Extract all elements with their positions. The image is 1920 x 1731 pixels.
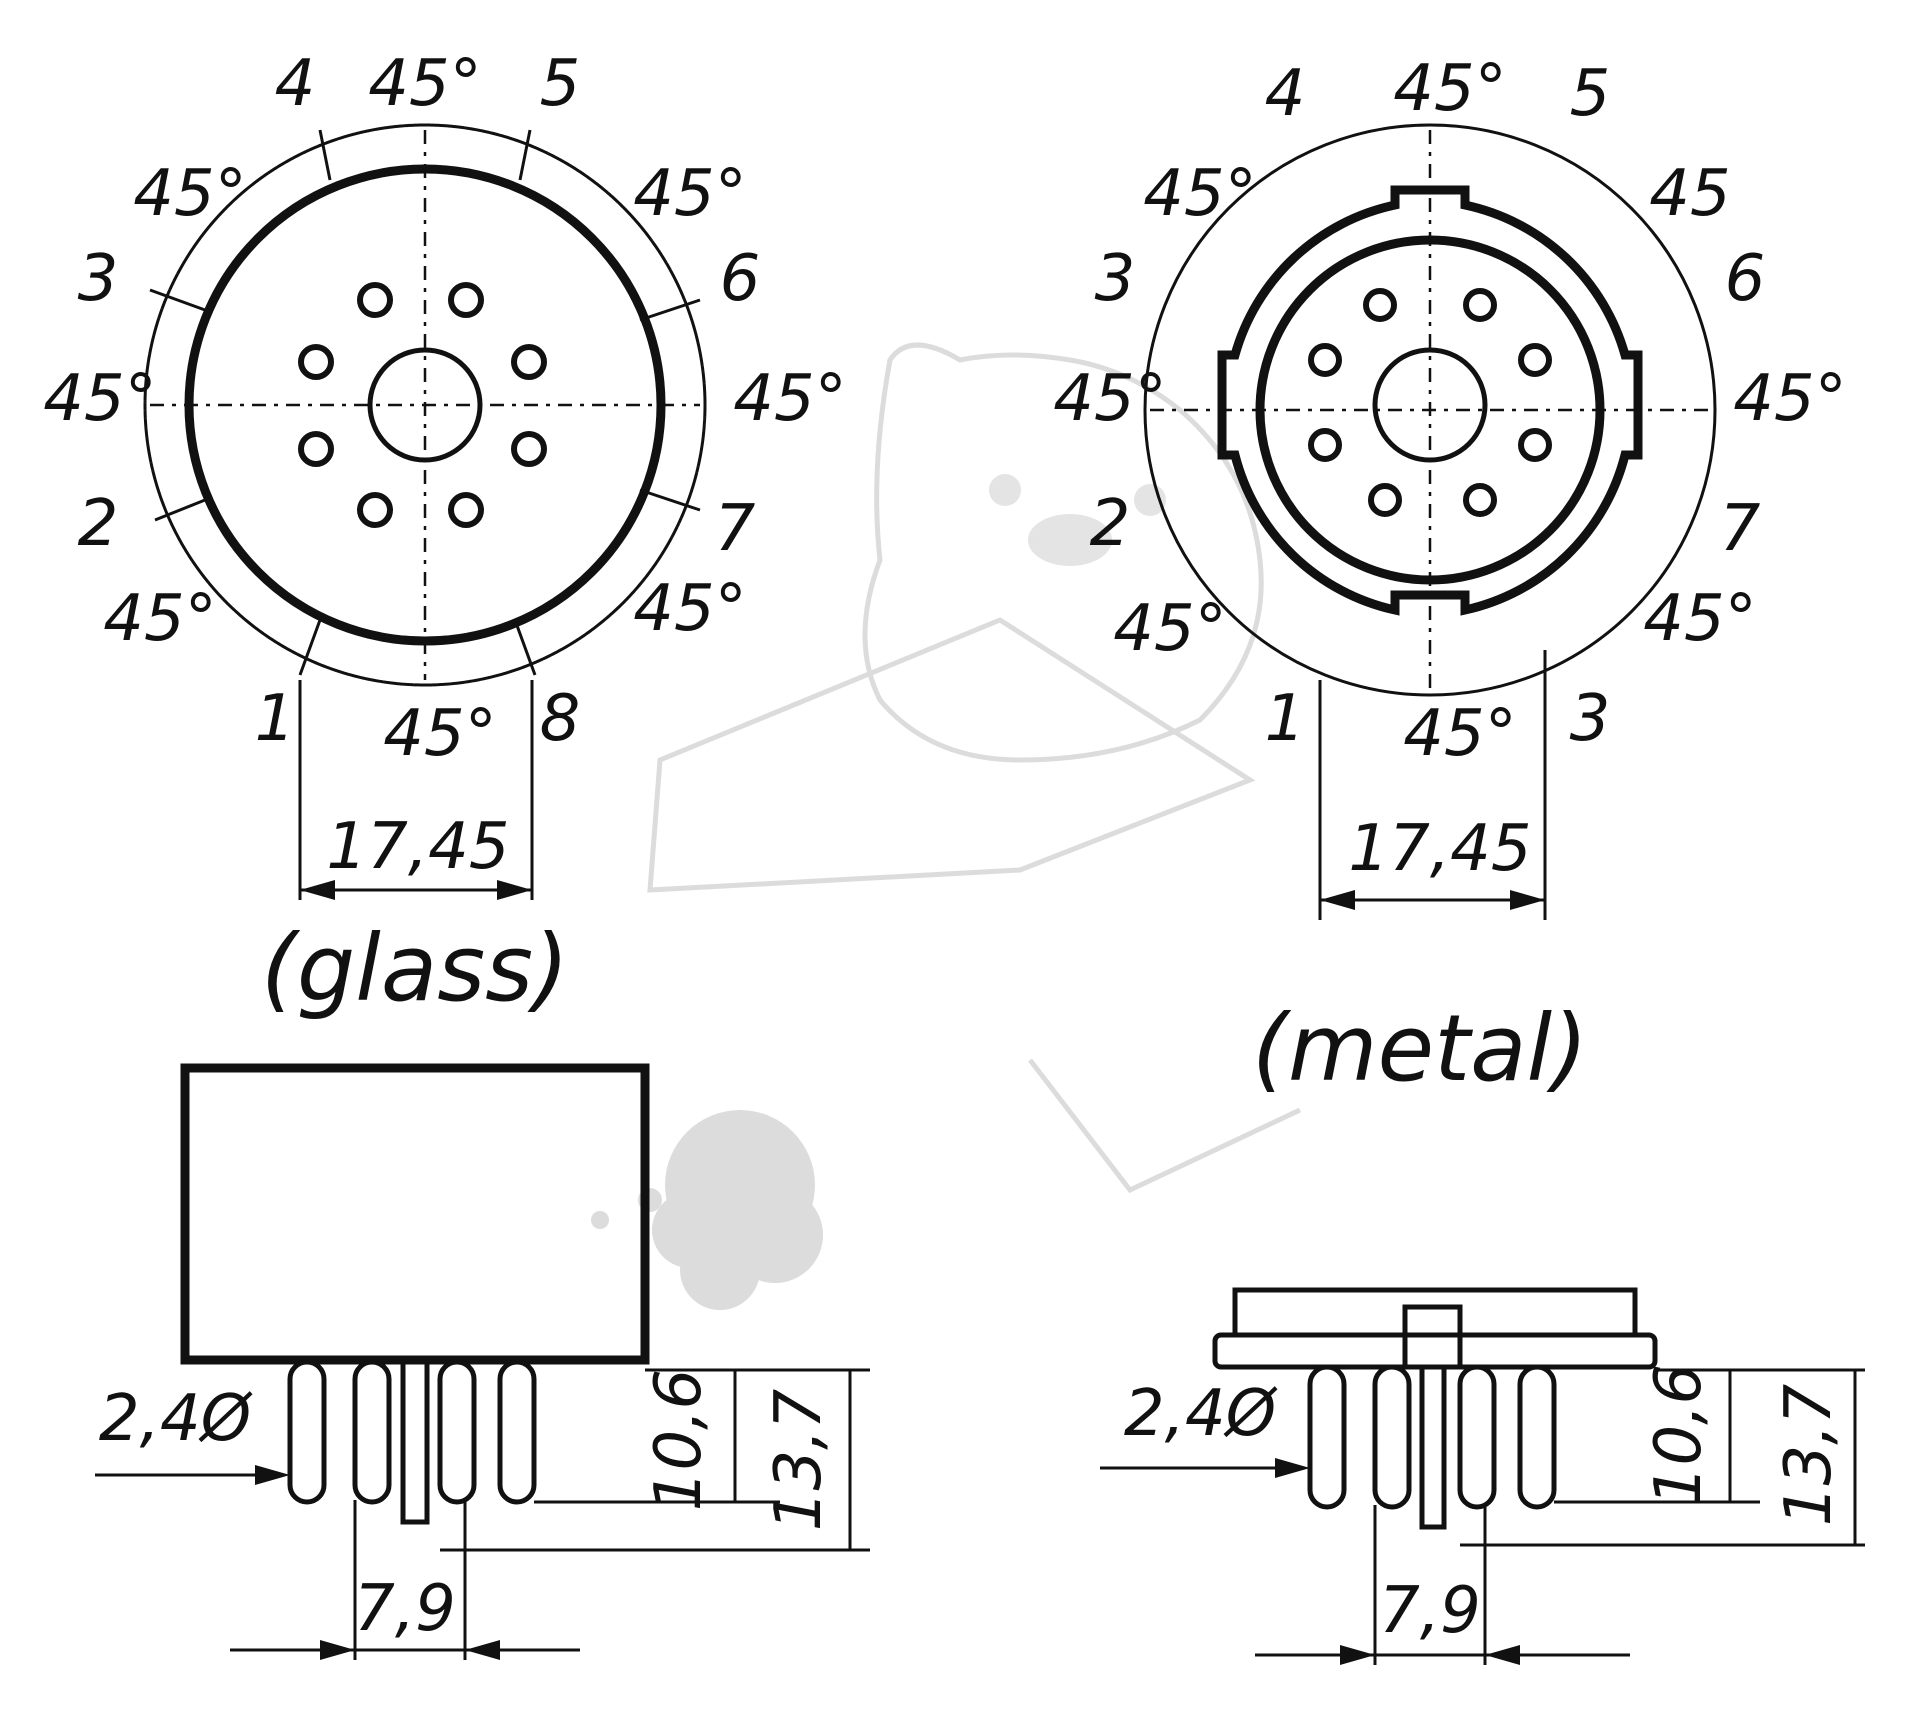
watermark-bear (647, 342, 1302, 1194)
metal-key-width: 7,9 (1379, 1574, 1481, 1648)
glass-top-view: 17,45 4 5 6 7 8 1 2 3 45° 45° 45° 45° 45… (43, 47, 846, 1022)
glass-pin-hole (511, 344, 547, 380)
metal-pin-number: 3 (1095, 242, 1136, 316)
glass-pin (352, 1359, 392, 1505)
glass-angle-label: 45° (633, 157, 746, 231)
glass-caption: (glass) (261, 915, 569, 1022)
metal-pin-number: 7 (1720, 492, 1761, 566)
metal-pin-number: 1 (1265, 682, 1306, 756)
glass-key-width: 7,9 (354, 1572, 456, 1646)
metal-angle-label: 45° (1403, 697, 1516, 771)
glass-envelope (180, 1063, 650, 1365)
metal-angle-label: 45° (1733, 362, 1846, 436)
glass-pin-number: 1 (255, 682, 296, 756)
glass-angle-label: 45° (43, 362, 156, 436)
glass-pin-length-long: 13,7 (762, 1388, 836, 1531)
metal-angle-label: 45° (1053, 362, 1166, 436)
metal-pin-number: 6 (1725, 242, 1766, 316)
metal-key-spigot (1419, 1364, 1447, 1530)
metal-flange-bottom (1212, 1332, 1658, 1370)
glass-angle-label: 45° (633, 572, 746, 646)
metal-center-spigot (1372, 347, 1488, 463)
glass-angle-label: 45° (733, 362, 846, 436)
metal-pin (1457, 1364, 1497, 1510)
metal-pin (1517, 1364, 1557, 1510)
metal-angle-label: 45° (1643, 582, 1756, 656)
glass-pin (437, 1359, 477, 1505)
glass-pin-number: 4 (275, 47, 316, 121)
glass-pin-hole (511, 431, 547, 467)
metal-pin (1307, 1364, 1347, 1510)
metal-pin-hole (1518, 343, 1552, 377)
metal-angle-label: 45° (1393, 52, 1506, 126)
metal-pin-hole (1363, 288, 1397, 322)
metal-pin-number: 4 (1265, 57, 1306, 131)
glass-pin-number: 6 (720, 242, 761, 316)
metal-pitch-dimension: 17,45 (1348, 812, 1531, 886)
metal-pin-hole (1463, 288, 1497, 322)
glass-angle-arc (143, 123, 707, 687)
metal-pin-hole (1308, 428, 1342, 462)
watermark-blot (591, 1110, 823, 1310)
metal-pin-hole (1518, 428, 1552, 462)
metal-angle-label: 45° (1143, 157, 1256, 231)
glass-angle-label: 45° (103, 582, 216, 656)
metal-pin-number: 5 (1570, 57, 1611, 131)
metal-angle-label: 45 (1649, 157, 1730, 231)
metal-pins (1307, 1364, 1557, 1530)
metal-pin-number: 2 (1090, 487, 1131, 561)
glass-angle-label: 45° (383, 697, 496, 771)
metal-flange-top (1232, 1287, 1638, 1338)
metal-side-view: 10,6 13,7 2,4Ø 7,9 (1100, 1287, 1865, 1665)
glass-center-spigot (367, 347, 483, 463)
glass-pin-hole (448, 492, 484, 528)
metal-pin-length-long: 13,7 (1772, 1383, 1846, 1526)
glass-pin-number: 2 (78, 487, 119, 561)
metal-pin-hole (1308, 343, 1342, 377)
glass-pin-hole (298, 344, 334, 380)
glass-pitch-dimension: 17,45 (326, 810, 509, 884)
metal-pin-hole (1463, 483, 1497, 517)
glass-pin-hole (448, 282, 484, 318)
metal-caption: (metal) (1252, 995, 1588, 1102)
glass-side-view: 10,6 13,7 2,4Ø 7,9 (95, 1063, 870, 1660)
metal-pin-holes (1308, 288, 1552, 517)
glass-pin-number: 5 (540, 47, 581, 121)
metal-pin-diameter: 2,4Ø (1124, 1377, 1278, 1451)
glass-pin (287, 1359, 327, 1505)
glass-pin-length-short: 10,6 (642, 1369, 716, 1512)
glass-pin-number: 8 (540, 682, 581, 756)
glass-angle-label: 45° (133, 157, 246, 231)
metal-base-outline (1217, 185, 1643, 616)
glass-pins (287, 1359, 537, 1525)
glass-pin-hole (298, 431, 334, 467)
metal-pin-hole (1368, 483, 1402, 517)
glass-pin (497, 1359, 537, 1505)
metal-pin-length-short: 10,6 (1642, 1364, 1716, 1507)
metal-angle-label: 45° (1113, 592, 1226, 666)
glass-key-spigot (400, 1359, 430, 1525)
glass-pin-number: 3 (78, 242, 119, 316)
glass-pin-number: 7 (715, 492, 756, 566)
glass-pin-hole (357, 282, 393, 318)
metal-top-view: 17,45 4 5 6 7 3 1 2 3 45° 45 45° 45° 45°… (1053, 52, 1846, 1102)
glass-pin-hole (357, 492, 393, 528)
metal-pin-number: 3 (1570, 682, 1611, 756)
glass-angle-label: 45° (368, 47, 481, 121)
metal-pin (1372, 1364, 1412, 1510)
metal-angle-arc (1143, 123, 1717, 697)
glass-pin-holes (298, 282, 547, 528)
glass-pin-diameter: 2,4Ø (99, 1382, 253, 1456)
